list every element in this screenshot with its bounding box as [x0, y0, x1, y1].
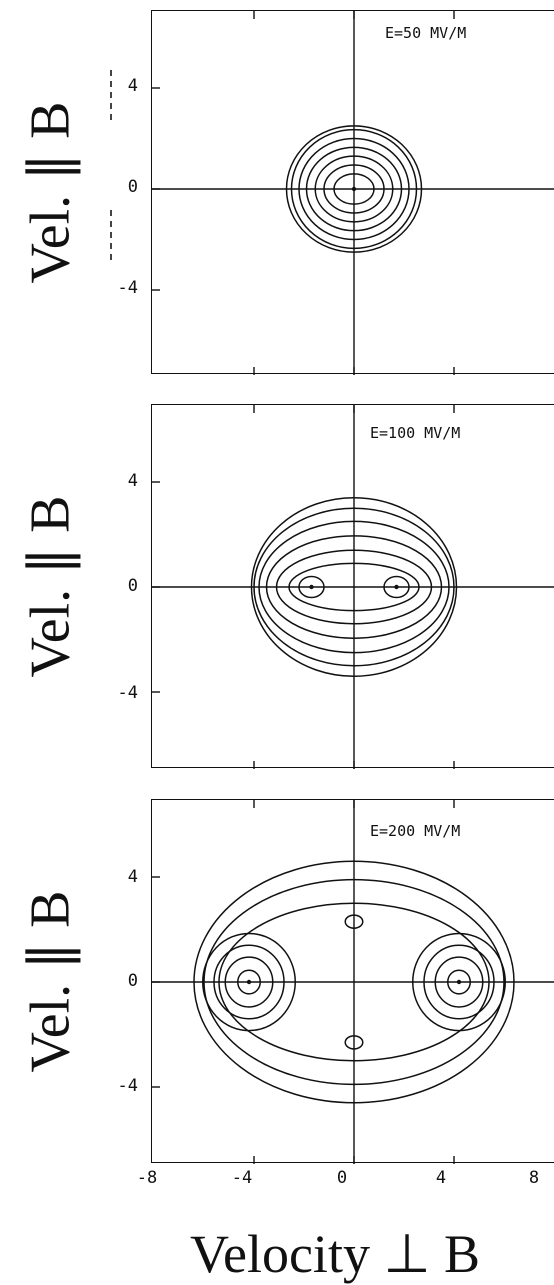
contour-line — [333, 173, 375, 205]
contour-line — [412, 932, 506, 1032]
contour-line — [237, 969, 261, 995]
contour-line — [288, 562, 420, 612]
y-tick-label: 4 — [127, 76, 138, 96]
peak-marker — [309, 584, 314, 590]
panel-title-e100: E=100 MV/M — [370, 424, 461, 442]
contour-line — [193, 860, 515, 1104]
peak-marker — [246, 979, 252, 985]
contour-panel-e100 — [151, 404, 554, 769]
contour-line — [203, 878, 505, 1086]
contour-plot-e200 — [152, 800, 554, 1164]
y-tick-label: 4 — [127, 471, 138, 491]
contour-line — [423, 944, 495, 1020]
contour-line — [323, 164, 385, 214]
scan-artifact — [110, 210, 112, 260]
contour-line — [383, 575, 410, 599]
contour-plot-e50 — [152, 11, 554, 375]
y-tick-label: 4 — [127, 867, 138, 887]
contour-line — [447, 969, 471, 995]
panel-title-e50: E=50 MV/M — [385, 24, 467, 42]
contour-line — [224, 956, 274, 1008]
contour-line — [290, 128, 418, 250]
contour-line — [344, 1035, 364, 1050]
peak-marker — [394, 584, 399, 590]
y-axis-label-text: Vel. ∥ B — [19, 495, 82, 677]
contour-line — [285, 125, 423, 253]
contour-line — [258, 520, 450, 654]
x-tick-label: -4 — [231, 1168, 253, 1188]
contour-line — [314, 155, 394, 223]
contour-line — [202, 932, 296, 1032]
contour-panel-e50 — [151, 10, 554, 375]
scan-artifact — [110, 70, 112, 120]
contour-line — [250, 497, 458, 677]
contour-line — [218, 902, 490, 1062]
x-tick-label: 4 — [435, 1168, 447, 1188]
y-axis-label-bottom: Vel. ∥ B — [2, 799, 98, 1163]
y-tick-label: -4 — [117, 278, 138, 298]
y-tick-label: -4 — [117, 683, 138, 703]
y-tick-label: 0 — [127, 971, 138, 991]
contour-line — [275, 549, 433, 625]
contour-line — [265, 535, 443, 639]
panel-title-e200: E=200 MV/M — [370, 822, 461, 840]
y-axis-label-top: Vel. ∥ B — [2, 10, 98, 374]
y-tick-label: -4 — [117, 1076, 138, 1096]
peak-marker — [456, 979, 462, 985]
contour-line — [344, 914, 364, 929]
x-tick-label: 0 — [336, 1168, 348, 1188]
y-tick-label: 0 — [127, 177, 138, 197]
x-tick-label: -8 — [136, 1168, 158, 1188]
contour-line — [305, 146, 403, 232]
contour-line — [253, 507, 455, 667]
y-axis-label-text: Vel. ∥ B — [19, 890, 82, 1072]
contour-line — [298, 575, 325, 599]
contour-plot-e100 — [152, 405, 554, 769]
y-tick-label: 0 — [127, 576, 138, 596]
peak-marker — [351, 186, 357, 192]
contour-panel-e200 — [151, 799, 554, 1164]
contour-line — [298, 137, 410, 241]
y-axis-label-middle: Vel. ∥ B — [2, 404, 98, 768]
contour-line — [434, 956, 484, 1008]
x-tick-label: 8 — [528, 1168, 540, 1188]
contour-line — [213, 944, 285, 1020]
x-axis-label: Velocity ⊥ B — [189, 1224, 480, 1284]
y-axis-label-text: Vel. ∥ B — [19, 101, 82, 283]
